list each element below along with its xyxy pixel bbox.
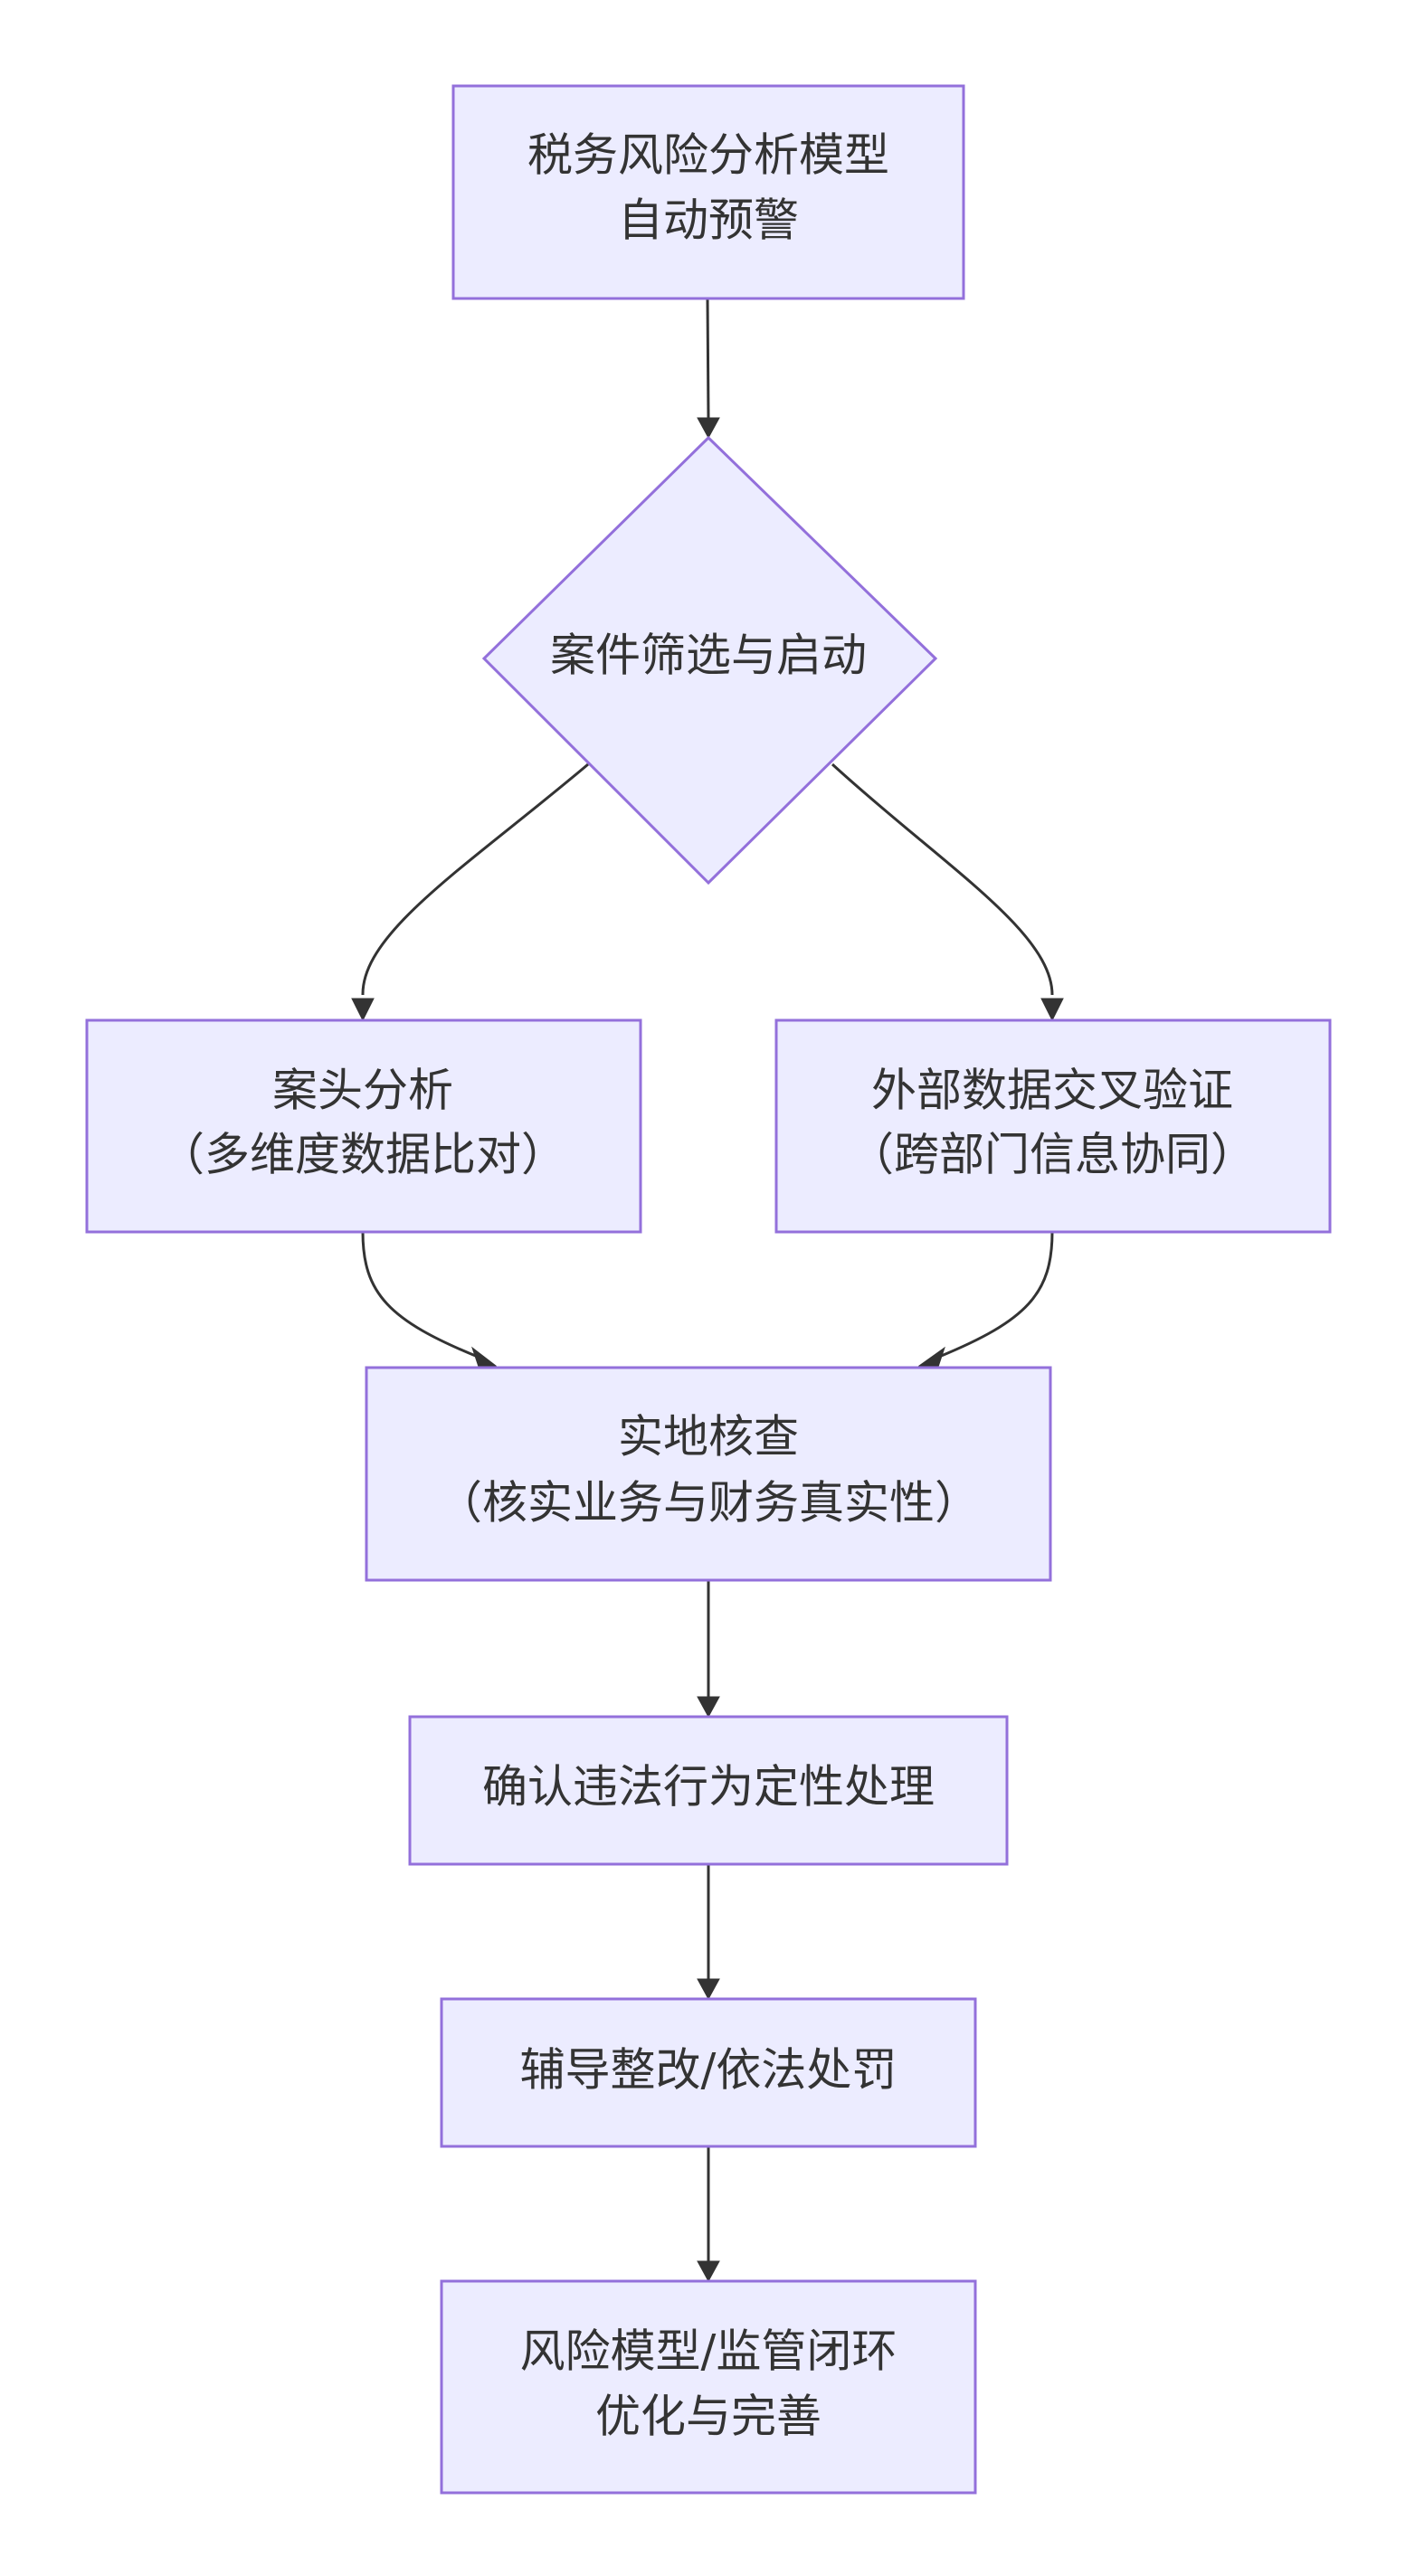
arrow-head [917, 1346, 945, 1370]
arrow-head [697, 1978, 720, 2001]
node-rectify: 辅导整改/依法处罚 [440, 1997, 977, 2148]
edge-screening-to-desk-analysis [361, 762, 589, 996]
node-warning: 税务风险分析模型 自动预警 [451, 84, 965, 300]
node-optimize: 风险模型/监管闭环 优化与完善 [440, 2279, 977, 2495]
node-optimize-line-1: 风险模型/监管闭环 [520, 2325, 897, 2378]
node-field-check-line-2: （核实业务与财务真实性） [437, 1477, 980, 1530]
node-cross-verify-line-2: （跨部门信息协同） [849, 1129, 1256, 1181]
arrow-head [1040, 998, 1064, 1022]
arrow-head [351, 998, 375, 1022]
edges [351, 298, 1064, 2283]
node-screening: 案件筛选与启动 [481, 435, 938, 886]
node-cross-verify-line-1: 外部数据交叉验证 [871, 1065, 1233, 1117]
node-warning-line-1: 税务风险分析模型 [527, 129, 889, 182]
arrow-head [697, 2260, 720, 2283]
node-optimize-line-2: 优化与完善 [595, 2391, 821, 2443]
arrow-head [697, 1696, 720, 1719]
edge-cross-verify-to-field-check [938, 1231, 1054, 1359]
node-cross-verify: 外部数据交叉验证 （跨部门信息协同） [774, 1018, 1332, 1234]
node-desk-analysis: 案头分析 （多维度数据比对） [85, 1018, 642, 1234]
node-confirm-label: 确认违法行为定性处理 [482, 1761, 935, 1814]
node-desk-analysis-line-2: （多维度数据比对） [159, 1129, 566, 1181]
node-screening-label: 案件筛选与启动 [550, 630, 867, 682]
node-field-check-line-1: 实地核查 [618, 1411, 799, 1463]
node-confirm: 确认违法行为定性处理 [408, 1715, 1009, 1866]
node-warning-line-2: 自动预警 [618, 194, 799, 247]
arrow-head [697, 417, 720, 440]
edge-desk-analysis-to-field-check [361, 1231, 479, 1359]
node-field-check: 实地核查 （核实业务与财务真实性） [365, 1366, 1052, 1582]
node-desk-analysis-line-1: 案头分析 [272, 1065, 453, 1117]
node-rectify-label: 辅导整改/依法处罚 [520, 2044, 897, 2097]
arrow-head [471, 1346, 498, 1370]
edge-screening-to-cross-verify [831, 762, 1054, 996]
